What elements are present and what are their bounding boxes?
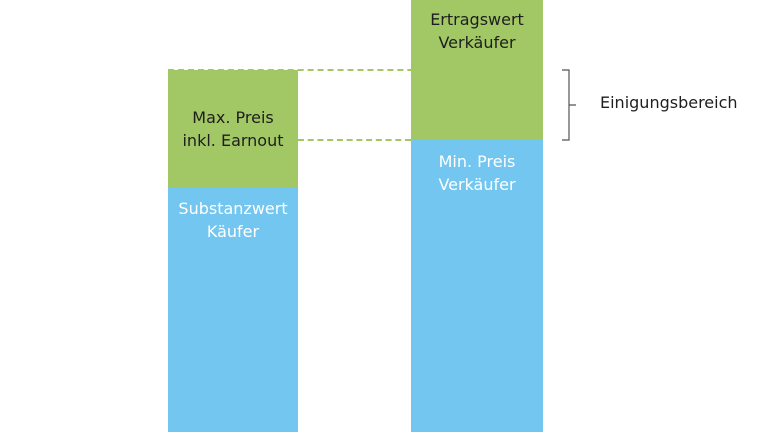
label-line: inkl. Earnout [182,130,284,150]
label-line: Verkäufer [438,33,516,52]
left-bar-max-price: Max. Preis inkl. Earnout [168,70,298,187]
label-line: Substanzwert [178,199,288,218]
lower-dashed-line [298,139,411,141]
label-line: Min. Preis [438,152,516,171]
brace-icon [562,69,576,141]
label-line: Käufer [206,222,260,241]
label-line: Ertragswert [430,10,524,29]
upper-dashed-line [168,69,543,71]
label-line: Verkäufer [438,175,516,194]
agreement-range-label: Einigungsbereich [600,93,738,112]
label-line: Max. Preis [192,107,274,127]
